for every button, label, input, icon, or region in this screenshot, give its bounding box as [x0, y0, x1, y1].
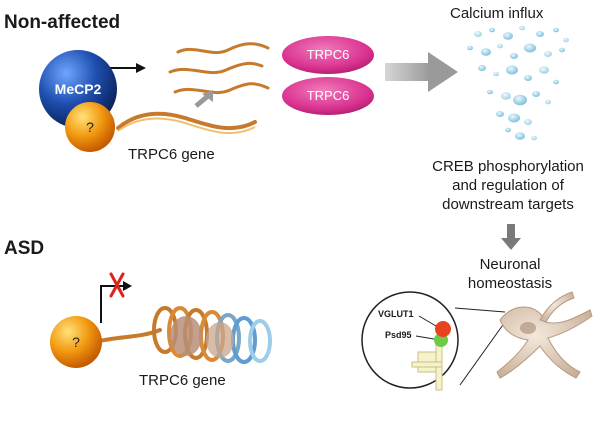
- creb-label-line1: CREB phosphorylation: [432, 158, 584, 175]
- block-x-icon: [109, 272, 125, 298]
- calcium-droplet: [501, 92, 511, 100]
- calcium-droplet: [478, 65, 486, 71]
- calcium-arrow: [385, 52, 458, 92]
- asd-heading: ASD: [4, 238, 45, 259]
- calcium-droplet: [513, 94, 527, 106]
- calcium-droplet: [505, 127, 511, 133]
- calcium-droplet: [515, 132, 525, 140]
- trpc6-protein-a: [282, 36, 374, 74]
- neuronal-label-line1: Neuronal: [479, 256, 541, 273]
- psd95-label: Psd95: [385, 330, 412, 340]
- calcium-droplet: [545, 99, 551, 105]
- non-affected-heading: Non-affected: [4, 12, 121, 33]
- trpc6-label-b: TRPC6: [306, 88, 350, 103]
- calcium-droplet: [531, 135, 537, 141]
- calcium-droplet: [510, 53, 518, 59]
- bottom-gene-strand: [93, 328, 162, 344]
- unknown-factor-bottom-label: ?: [72, 334, 80, 350]
- translation-arrow: [194, 90, 213, 108]
- zoom-line-top: [454, 307, 506, 313]
- blocked-arrow-head: [123, 281, 132, 291]
- calcium-droplet: [524, 75, 532, 81]
- calcium-droplet: [474, 31, 482, 37]
- zoom-line-bottom: [459, 321, 506, 386]
- vglut1-marker: [435, 321, 451, 337]
- unknown-factor-bottom: [50, 316, 102, 368]
- mecp2-label: MeCP2: [55, 81, 102, 97]
- calcium-droplet: [506, 65, 518, 75]
- calcium-droplet: [559, 47, 565, 53]
- calcium-droplet: [563, 37, 569, 43]
- calcium-droplet: [553, 27, 559, 33]
- unknown-factor-top-label: ?: [86, 119, 94, 135]
- vglut1-label: VGLUT1: [378, 309, 414, 319]
- calcium-droplet: [553, 79, 559, 85]
- unknown-factor-top: [65, 102, 115, 152]
- calcium-droplet: [519, 25, 525, 31]
- trpc6-protein-b: [282, 77, 374, 115]
- calcium-droplets: [467, 25, 569, 141]
- neuronal-label-line2: homeostasis: [467, 275, 553, 292]
- vglut1-pointer: [418, 315, 437, 327]
- calcium-droplet: [497, 43, 503, 49]
- creb-label-line3: downstream targets: [442, 196, 574, 213]
- calcium-droplet: [532, 91, 540, 97]
- histone-cores: [170, 316, 234, 358]
- calcium-droplet: [467, 45, 473, 51]
- calcium-droplet: [536, 31, 544, 37]
- calcium-influx-label: Calcium influx: [450, 5, 544, 22]
- calcium-droplet: [524, 119, 532, 125]
- calcium-droplet: [539, 66, 549, 74]
- neuron-illustration: [496, 291, 593, 379]
- neuron-nucleus: [520, 322, 536, 334]
- top-gene-strand: [116, 111, 257, 131]
- calcium-droplet: [493, 71, 499, 77]
- calcium-droplet: [544, 51, 552, 57]
- trpc6-label-a: TRPC6: [306, 47, 350, 62]
- calcium-droplet: [503, 32, 513, 40]
- psd95-pointer: [415, 335, 435, 340]
- calcium-droplet: [489, 27, 495, 33]
- calcium-droplet: [524, 43, 536, 53]
- mrna-transcripts: [168, 42, 270, 95]
- calcium-droplet: [481, 48, 491, 56]
- calcium-droplet: [508, 113, 520, 123]
- calcium-droplet: [487, 89, 493, 95]
- transcription-arrow-head: [136, 63, 146, 73]
- calcium-droplet: [496, 111, 504, 117]
- creb-label-line2: and regulation of: [452, 177, 564, 194]
- homeostasis-arrow: [501, 224, 521, 250]
- gene-label-bottom: TRPC6 gene: [139, 372, 226, 389]
- gene-label-top: TRPC6 gene: [128, 146, 215, 163]
- top-gene-strand-highlight: [117, 117, 256, 135]
